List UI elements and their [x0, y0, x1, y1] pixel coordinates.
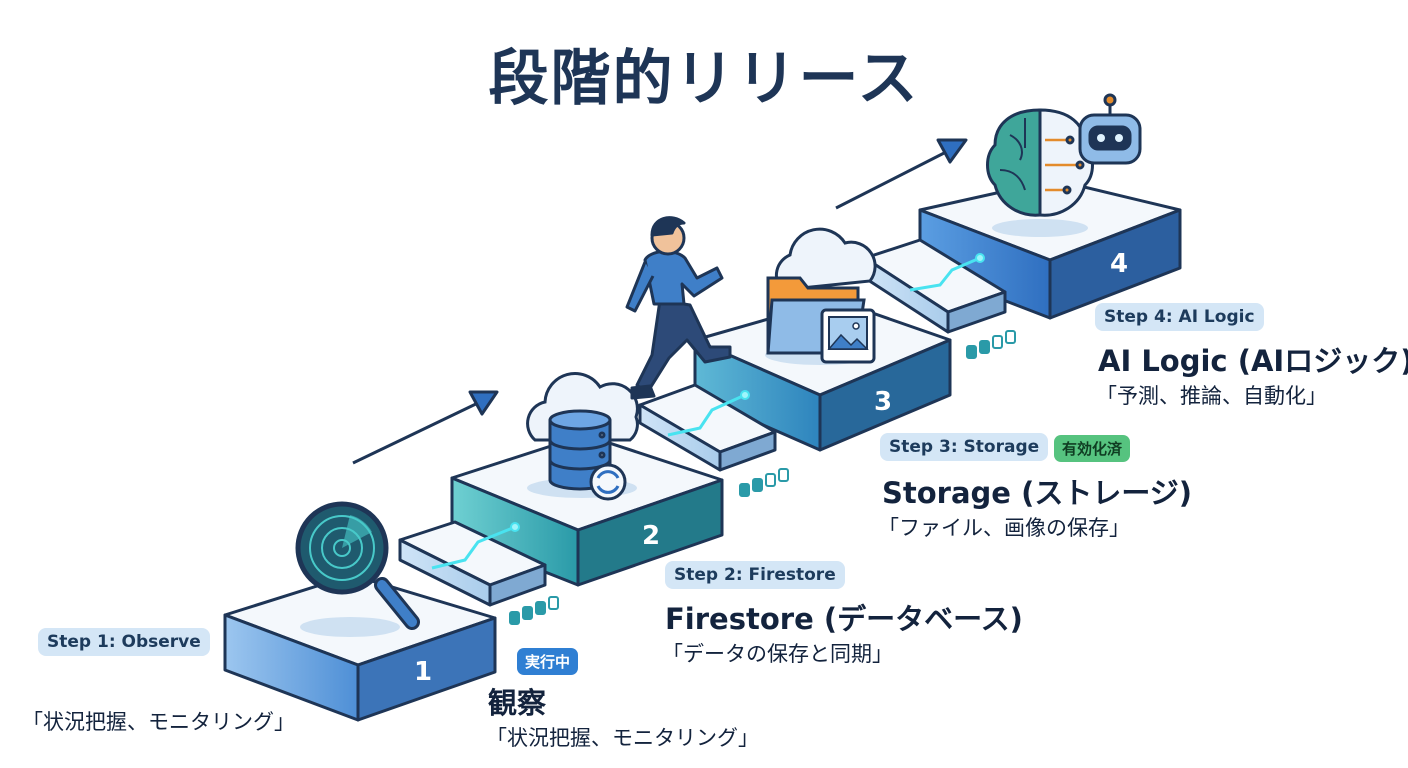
step-1-badge-description: 「状況把握、モニタリング」 [22, 710, 295, 734]
status-enabled-badge: 有効化済 [1054, 435, 1131, 462]
step-3-badge: Step 3: Storage [880, 433, 1049, 461]
step-4-heading: AI Logic (AIロジック) [1098, 344, 1408, 378]
brain-robot-icon [986, 93, 1142, 237]
cloud-database-icon [526, 372, 639, 501]
progress-arrow-1 [352, 390, 499, 465]
progress-arrow-2 [835, 138, 968, 210]
step-3-heading: Storage (ストレージ) [882, 476, 1192, 510]
step-number-2: 2 [642, 521, 660, 551]
step-2-description: 「データの保存と同期」 [662, 642, 893, 666]
progress-indicator-1 [509, 596, 559, 625]
step-1-badge: Step 1: Observe [38, 628, 210, 656]
step-1-heading: 観察 [488, 686, 547, 720]
platform-1 [223, 573, 497, 722]
progress-indicator-3 [966, 330, 1016, 359]
step-number-3: 3 [874, 387, 892, 417]
step-4-description: 「予測、推論、自動化」 [1096, 384, 1327, 408]
magnifier-radar-icon [295, 501, 420, 637]
status-running-badge: 実行中 [517, 648, 579, 675]
step-2-badge: Step 2: Firestore [665, 561, 845, 589]
progress-indicator-2 [739, 468, 789, 497]
cloud-folder-image-icon [765, 227, 877, 365]
step-number-1: 1 [414, 657, 432, 687]
step-4-badge: Step 4: AI Logic [1095, 303, 1264, 331]
connector-1-2 [398, 520, 547, 607]
page-title: 段階的リリース [488, 44, 920, 114]
step-1-description: 「状況把握、モニタリング」 [486, 726, 759, 750]
step-number-4: 4 [1110, 249, 1128, 279]
connector-3-4 [863, 238, 1007, 334]
person-climbing-icon [625, 216, 732, 400]
step-3-description: 「ファイル、画像の保存」 [878, 516, 1130, 540]
step-2-heading: Firestore (データベース) [665, 602, 1023, 636]
